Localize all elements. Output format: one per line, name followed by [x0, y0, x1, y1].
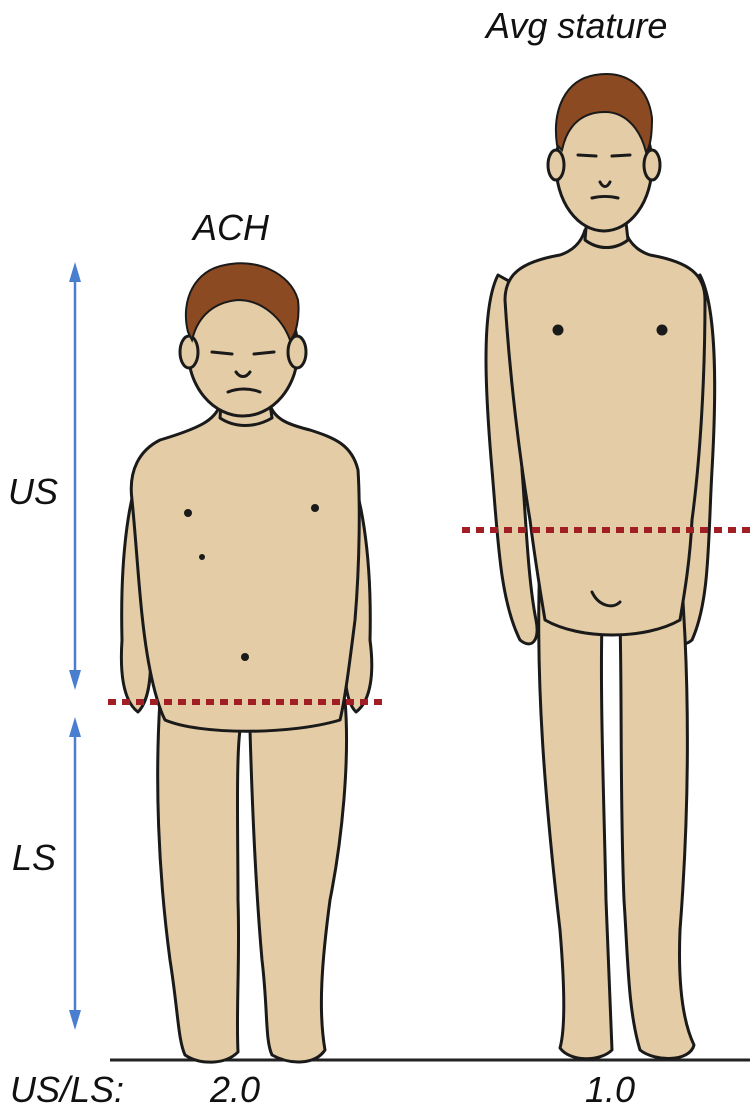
us-arrow [69, 262, 81, 690]
ach-left-leg [158, 700, 240, 1062]
ach-torso [131, 405, 359, 731]
ach-title: ACH [193, 210, 269, 246]
ls-arrow [69, 717, 81, 1030]
upper-segment-label: US [8, 474, 58, 510]
adult-torso [505, 230, 705, 635]
ach-ratio-value: 2.0 [210, 1072, 260, 1108]
adult-figure [486, 99, 715, 1059]
lower-segment-label: LS [12, 840, 56, 876]
ratio-label: US/LS: [10, 1072, 124, 1108]
ach-right-leg [250, 700, 347, 1062]
ach-figure [121, 284, 371, 1062]
adult-title: Avg stature [486, 8, 667, 44]
adult-ratio-value: 1.0 [585, 1072, 635, 1108]
